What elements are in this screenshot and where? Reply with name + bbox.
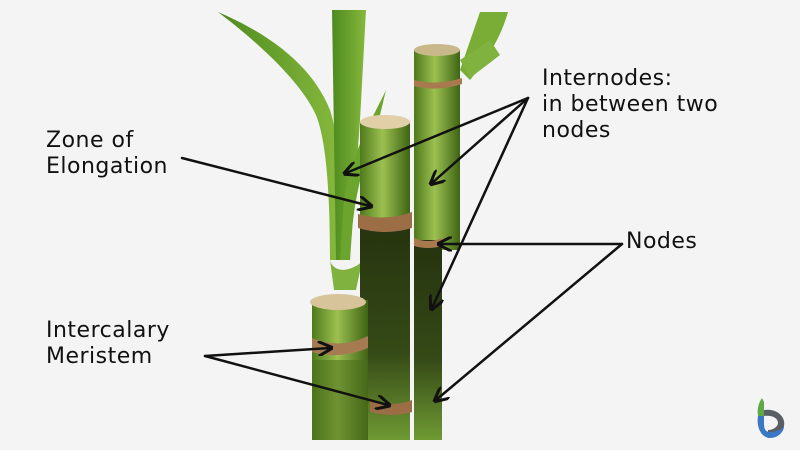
- label-line: nodes: [542, 118, 611, 143]
- stem-right: [414, 40, 500, 440]
- label-line: Elongation: [46, 154, 169, 179]
- label-line: Meristem: [46, 344, 153, 369]
- label-nodes: Nodes: [626, 229, 697, 255]
- annotation-arrows: [180, 96, 624, 405]
- arrow-internode-1: [346, 96, 530, 173]
- arrow-zone-of-elongation: [180, 156, 370, 206]
- arrow-meristem-2: [203, 354, 388, 405]
- arrow-internode-2: [432, 96, 530, 183]
- label-line: Internodes:: [542, 66, 673, 91]
- arrow-node-2: [436, 242, 624, 400]
- label-line: Zone of: [46, 128, 134, 153]
- label-line: Intercalary: [46, 318, 170, 343]
- stem-middle: [358, 115, 412, 440]
- label-internodes: Internodes: in between two nodes: [542, 66, 718, 144]
- arrow-internode-3: [432, 96, 530, 308]
- stem-left: [310, 294, 368, 440]
- brand-logo-icon: [757, 398, 785, 438]
- label-line: in between two: [542, 92, 719, 117]
- arrow-meristem-1: [203, 348, 330, 358]
- label-intercalary-meristem: Intercalary Meristem: [46, 318, 170, 370]
- label-line: Nodes: [626, 229, 698, 254]
- label-zone-of-elongation: Zone of Elongation: [46, 128, 168, 180]
